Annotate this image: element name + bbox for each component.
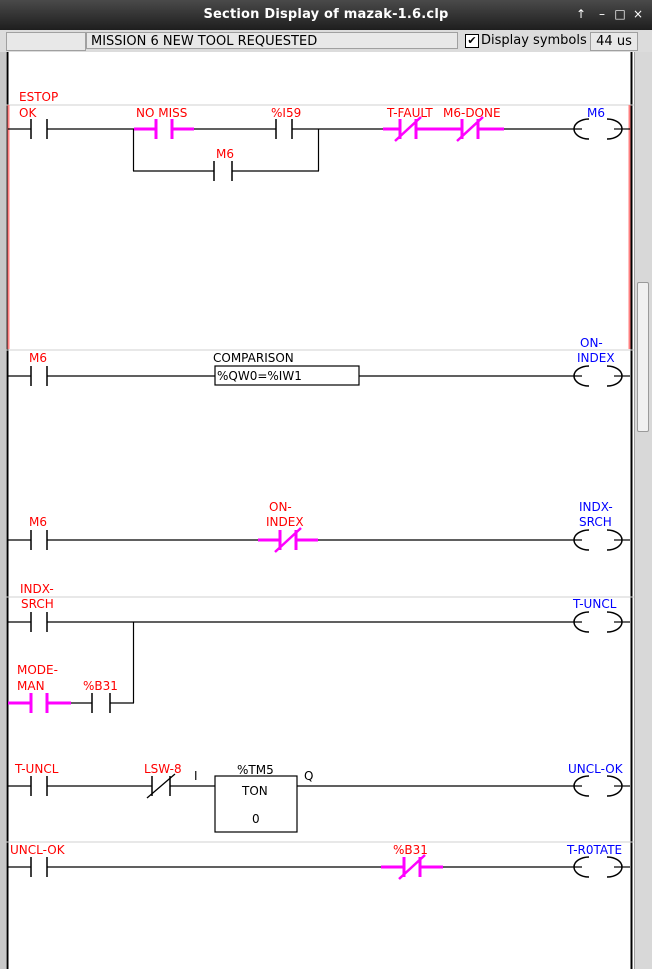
timer-name: %TM5	[237, 763, 274, 777]
contact-label-2: OK	[19, 106, 37, 120]
minimize-button[interactable]: –	[599, 7, 605, 21]
timer-output-pin: Q	[304, 769, 313, 783]
coil-label: ON-	[580, 336, 603, 350]
raise-window-button[interactable]: ↑	[575, 7, 587, 21]
close-button[interactable]: ×	[632, 7, 644, 21]
contact-label: M6	[29, 515, 47, 529]
coil-indx-srch[interactable]: INDX- SRCH	[573, 500, 623, 551]
coil-label: T-R0TATE	[566, 843, 622, 857]
coil-uncl-ok[interactable]: UNCL-OK	[568, 762, 624, 797]
contact-b31[interactable]: %B31	[83, 679, 118, 713]
contact-label: M6	[29, 351, 47, 365]
contact-label-2: INDEX	[266, 515, 304, 529]
ladder-diagram: ESTOP OK NO MISS %I59 M6	[6, 52, 634, 969]
scan-time-field: 44 us	[590, 32, 638, 51]
contact-no-miss[interactable]: NO MISS	[134, 106, 194, 139]
contact-label: %B31	[393, 843, 428, 857]
vertical-scrollbar[interactable]	[634, 52, 652, 969]
title-bar: Section Display of mazak-1.6.clp ↑ – □ ×	[0, 0, 652, 30]
contact-estop-ok[interactable]: ESTOP OK	[19, 90, 58, 139]
comparison-expression: %QW0=%IW1	[217, 369, 302, 383]
comparison-block[interactable]: COMPARISON %QW0=%IW1	[213, 351, 360, 386]
contact-label: MODE-	[17, 663, 58, 677]
maximize-button[interactable]: □	[614, 7, 626, 21]
window-title: Section Display of mazak-1.6.clp	[203, 7, 449, 22]
contact-label: %B31	[83, 679, 118, 693]
rung-1-selection	[7, 105, 631, 349]
coil-m6[interactable]: M6	[573, 106, 623, 140]
coil-label-2: INDEX	[577, 351, 615, 365]
coil-label: INDX-	[579, 500, 613, 514]
contact-lsw-8[interactable]: LSW-8	[144, 762, 182, 799]
timer-value: 0	[252, 812, 260, 826]
rung-6[interactable]: UNCL-OK %B31 T-R0TATE	[8, 843, 630, 880]
coil-on-index[interactable]: ON- INDEX	[573, 336, 623, 387]
contact-indx-srch[interactable]: INDX- SRCH	[20, 582, 54, 632]
contact-label: M6	[216, 147, 234, 161]
contact-label: %I59	[271, 106, 301, 120]
coil-label: T-UNCL	[572, 597, 617, 611]
contact-label: ESTOP	[19, 90, 58, 104]
timer-block[interactable]: %TM5 TON 0 I Q	[194, 763, 313, 833]
contact-i59[interactable]: %I59	[271, 106, 301, 139]
comparison-title: COMPARISON	[213, 351, 294, 365]
scrollbar-thumb[interactable]	[637, 282, 649, 432]
coil-label: UNCL-OK	[568, 762, 624, 776]
rung-3[interactable]: M6 ON- INDEX INDX- SRCH	[8, 500, 630, 553]
rung-5[interactable]: T-UNCL LSW-8 %TM5 TON 0 I Q UNCL-OK	[8, 762, 630, 833]
status-message: MISSION 6 NEW TOOL REQUESTED	[86, 32, 458, 49]
contact-b31-nc[interactable]: %B31	[381, 843, 443, 880]
contact-label: INDX-	[20, 582, 54, 596]
coil-label-2: SRCH	[579, 515, 612, 529]
contact-m6-done[interactable]: M6-DONE	[443, 106, 504, 142]
contact-label: LSW-8	[144, 762, 182, 776]
contact-mode-man[interactable]: MODE- MAN	[8, 663, 71, 713]
contact-m6[interactable]: M6	[29, 515, 48, 550]
ladder-canvas: ESTOP OK NO MISS %I59 M6	[6, 52, 634, 969]
rung-2[interactable]: M6 COMPARISON %QW0=%IW1 ON- INDEX	[8, 336, 630, 387]
timer-type: TON	[241, 784, 268, 798]
contact-label: T-FAULT	[386, 106, 433, 120]
contact-label: UNCL-OK	[10, 843, 66, 857]
contact-label-2: MAN	[17, 679, 45, 693]
contact-label: M6-DONE	[443, 106, 501, 120]
timer-input-pin: I	[194, 769, 198, 783]
rung-4[interactable]: INDX- SRCH MODE- MAN %B31 T-UNCL	[8, 582, 630, 713]
display-symbols-label[interactable]: Display symbols	[481, 33, 587, 48]
toolbar: MISSION 6 NEW TOOL REQUESTED ✔ Display s…	[0, 30, 652, 53]
contact-m6-branch[interactable]: M6	[213, 147, 234, 181]
contact-uncl-ok[interactable]: UNCL-OK	[10, 843, 66, 877]
coil-t-uncl[interactable]: T-UNCL	[572, 597, 623, 633]
contact-t-uncl[interactable]: T-UNCL	[14, 762, 59, 796]
contact-label: NO MISS	[136, 106, 187, 120]
display-symbols-checkbox[interactable]: ✔	[465, 34, 479, 48]
contact-on-index-nc[interactable]: ON- INDEX	[258, 500, 318, 553]
coil-label: M6	[587, 106, 605, 120]
contact-label-2: SRCH	[21, 597, 54, 611]
left-frame	[0, 52, 6, 969]
contact-t-fault[interactable]: T-FAULT	[383, 106, 462, 142]
rung-1[interactable]: ESTOP OK NO MISS %I59 M6	[8, 90, 630, 181]
contact-m6[interactable]: M6	[29, 351, 48, 386]
coil-t-rotate[interactable]: T-R0TATE	[566, 843, 623, 878]
contact-label: T-UNCL	[14, 762, 59, 776]
toolbar-empty-field	[6, 32, 86, 51]
contact-label: ON-	[269, 500, 292, 514]
